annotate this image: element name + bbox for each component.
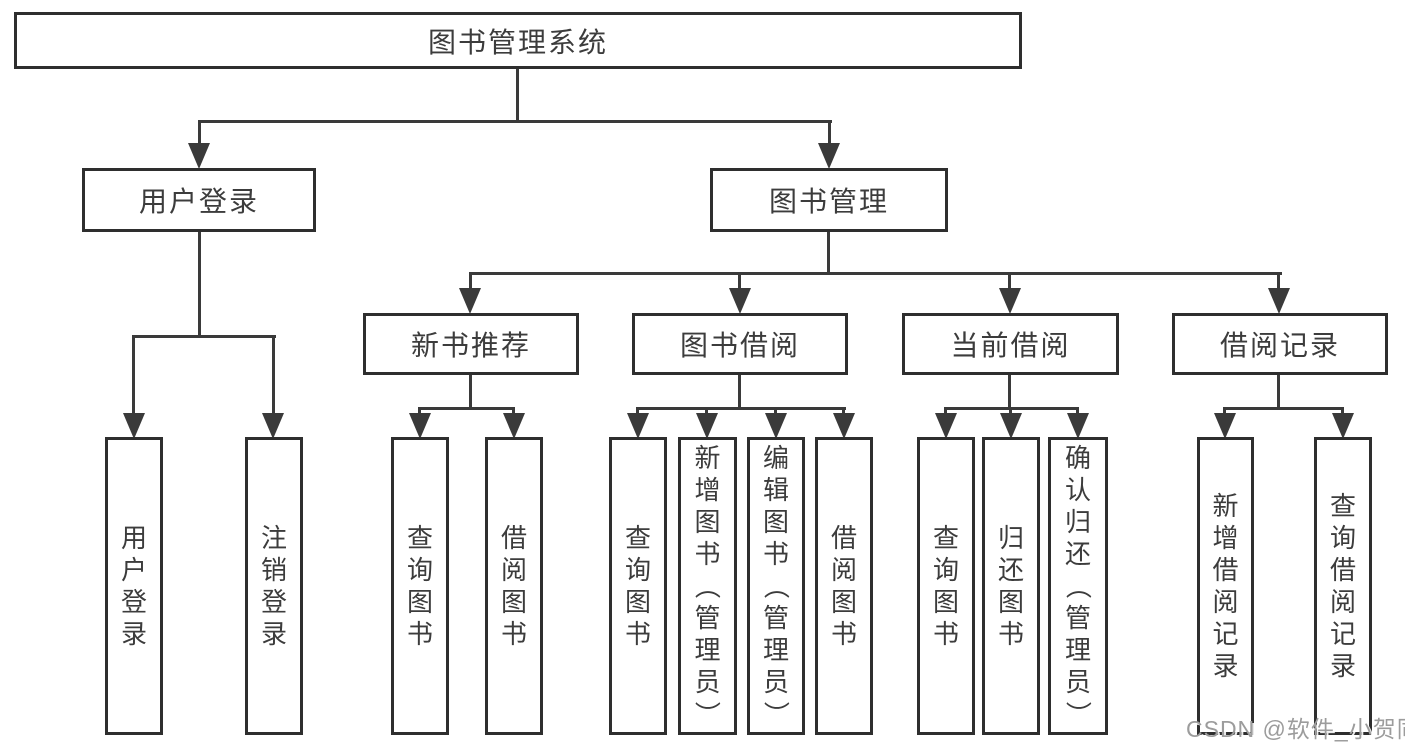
leaf-label: 借阅图书 (500, 523, 527, 649)
leaf-logout: 注销登录 (245, 437, 303, 735)
connector-drop-book-mgmt (828, 120, 831, 148)
connector-borrow-stem (738, 375, 741, 409)
leaf-label: 查询图书 (932, 523, 959, 649)
arrow-down-icon (262, 413, 284, 439)
connector-book-mgmt-stem (827, 232, 830, 274)
connector-drop (636, 407, 639, 417)
leaf-label: 查询借阅记录 (1329, 491, 1356, 681)
arrow-down-icon (1268, 288, 1290, 314)
connector-current-stem (1008, 375, 1011, 409)
leaf-label: 查询图书 (406, 523, 433, 649)
connector-drop-borrow (738, 272, 741, 292)
leaf-user-login: 用户登录 (105, 437, 163, 735)
leaf-return-books: 归还图书 (982, 437, 1040, 735)
connector-drop-user-login (198, 120, 201, 148)
node-label: 用户登录 (138, 186, 259, 217)
leaf-confirm-return-admin: 确认归还（管理员） (1048, 437, 1108, 735)
node-new-book-recommend: 新书推荐 (363, 313, 579, 375)
leaf-label: 编辑图书（管理员） (760, 443, 791, 728)
connector-drop (418, 407, 421, 417)
leaf-borrow-books: 借阅图书 (815, 437, 873, 735)
connector-new-rec-split (418, 407, 515, 410)
arrow-down-icon (696, 413, 718, 439)
connector-drop-new-rec (469, 272, 472, 292)
node-label: 新书推荐 (410, 330, 531, 361)
leaf-query-books-recommend: 查询图书 (391, 437, 449, 735)
connector-records-split (1223, 407, 1344, 410)
arrow-down-icon (833, 413, 855, 439)
connector-drop-current (1008, 272, 1011, 292)
connector-drop (1341, 407, 1344, 417)
connector-new-rec-stem (469, 375, 472, 409)
csdn-watermark: CSDN @软件_小贺同学 (1186, 716, 1405, 742)
arrow-down-icon (1332, 413, 1354, 439)
arrow-down-icon (503, 413, 525, 439)
connector-drop (705, 407, 708, 417)
node-label: 图书管理 (768, 186, 889, 217)
connector-drop (944, 407, 947, 417)
node-user-login: 用户登录 (82, 168, 316, 232)
connector-borrow-split (636, 407, 846, 410)
leaf-edit-books-admin: 编辑图书（管理员） (747, 437, 805, 735)
connector-user-login-split (132, 335, 276, 338)
node-library-management-system: 图书管理系统 (14, 12, 1022, 69)
node-label: 当前借阅 (950, 330, 1071, 361)
arrow-down-icon (459, 288, 481, 314)
arrow-down-icon (627, 413, 649, 439)
leaf-query-books-current: 查询图书 (917, 437, 975, 735)
arrow-down-icon (1067, 413, 1089, 439)
connector-root-stem (516, 69, 519, 122)
arrow-down-icon (765, 413, 787, 439)
arrow-down-icon (123, 413, 145, 439)
node-borrow-records: 借阅记录 (1172, 313, 1388, 375)
connector-drop-logout (272, 335, 275, 417)
leaf-add-borrow-record: 新增借阅记录 (1197, 437, 1254, 735)
arrow-down-icon (729, 288, 751, 314)
node-book-management: 图书管理 (710, 168, 948, 232)
leaf-borrow-books-recommend: 借阅图书 (485, 437, 543, 735)
connector-user-login-stem (198, 232, 201, 337)
connector-drop (1009, 407, 1012, 417)
connector-drop-records (1277, 272, 1280, 292)
connector-book-mgmt-split (469, 272, 1282, 275)
leaf-label: 注销登录 (260, 523, 287, 649)
arrow-down-icon (1000, 413, 1022, 439)
node-book-borrow: 图书借阅 (632, 313, 848, 375)
node-label: 图书借阅 (679, 330, 800, 361)
leaf-query-books-borrow: 查询图书 (609, 437, 667, 735)
connector-drop (842, 407, 845, 417)
connector-drop (512, 407, 515, 417)
arrow-down-icon (999, 288, 1021, 314)
connector-records-stem (1277, 375, 1280, 409)
leaf-add-books-admin: 新增图书（管理员） (678, 437, 737, 735)
leaf-label: 借阅图书 (830, 523, 857, 649)
connector-drop (774, 407, 777, 417)
node-label: 图书管理系统 (427, 26, 608, 58)
arrow-down-icon (818, 143, 840, 169)
leaf-label: 新增图书（管理员） (692, 443, 723, 728)
connector-drop-login (132, 335, 135, 417)
leaf-label: 新增借阅记录 (1212, 491, 1239, 681)
leaf-label: 用户登录 (120, 523, 147, 649)
connector-root-split (198, 120, 832, 123)
leaf-label: 归还图书 (997, 523, 1024, 649)
leaf-query-borrow-record: 查询借阅记录 (1314, 437, 1372, 735)
leaf-label: 查询图书 (624, 523, 651, 649)
arrow-down-icon (188, 143, 210, 169)
arrow-down-icon (1214, 413, 1236, 439)
node-label: 借阅记录 (1219, 330, 1340, 361)
connector-drop (1076, 407, 1079, 417)
node-current-borrow: 当前借阅 (902, 313, 1119, 375)
arrow-down-icon (935, 413, 957, 439)
leaf-label: 确认归还（管理员） (1062, 443, 1093, 728)
arrow-down-icon (409, 413, 431, 439)
connector-drop (1223, 407, 1226, 417)
